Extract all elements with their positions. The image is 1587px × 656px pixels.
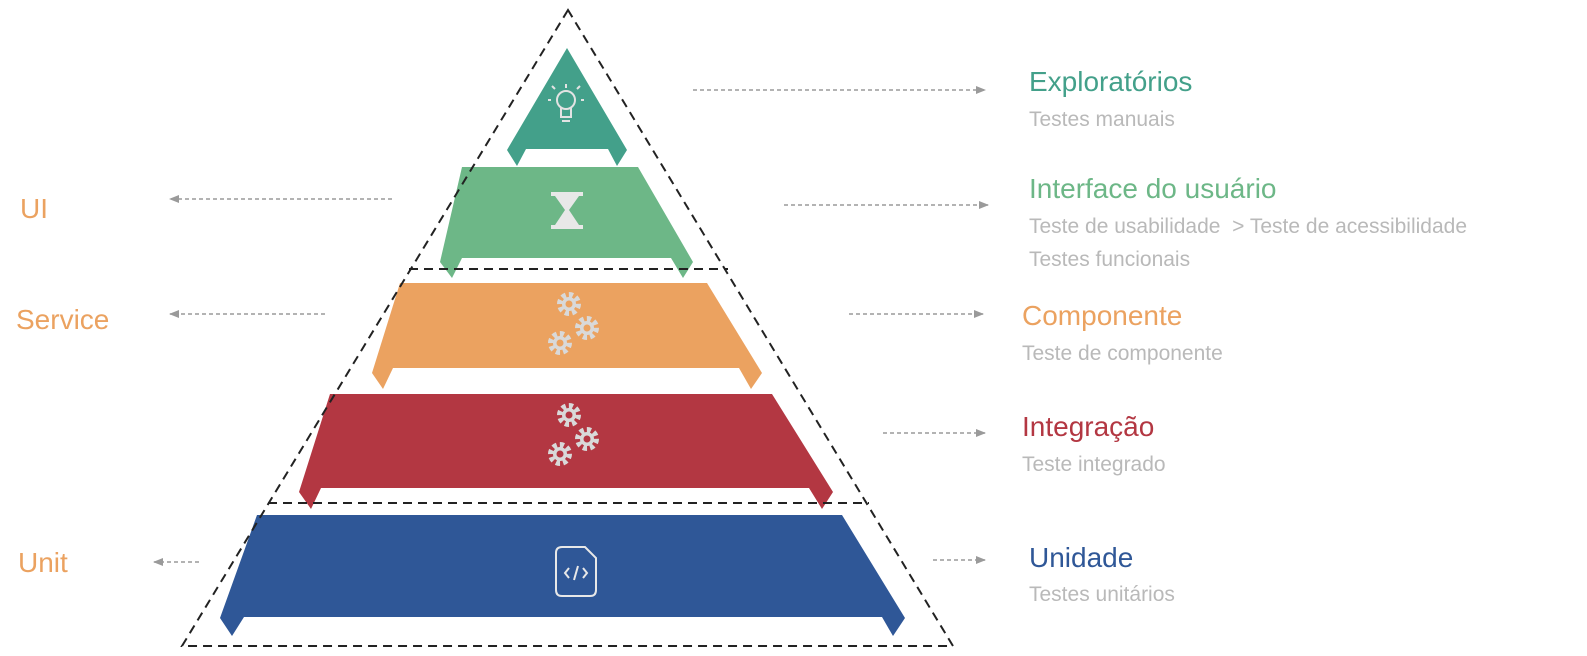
unit-title: Unidade bbox=[1029, 542, 1134, 573]
hourglass-icon bbox=[551, 192, 583, 229]
left-label-service: Service bbox=[16, 304, 110, 335]
pyramid-outline bbox=[180, 8, 955, 647]
lightbulb-icon bbox=[548, 84, 584, 122]
exploratory-subtitle: Testes manuais bbox=[1029, 108, 1175, 131]
integration-subtitle: Teste integrado bbox=[1022, 453, 1166, 476]
ui-level-title: Interface do usuário bbox=[1029, 173, 1277, 204]
code-file-icon bbox=[555, 546, 597, 597]
unit-level-band bbox=[220, 515, 905, 636]
ui-level-subtitle-2: Testes funcionais bbox=[1029, 248, 1191, 271]
integration-title: Integração bbox=[1022, 411, 1155, 442]
component-title: Componente bbox=[1022, 300, 1183, 331]
exploratory-title: Exploratórios bbox=[1029, 66, 1193, 97]
connector-arrows bbox=[153, 86, 989, 566]
left-label-ui: UI bbox=[20, 193, 48, 224]
component-subtitle: Teste de componente bbox=[1022, 342, 1223, 365]
ui-level-subtitle-1: Teste de usabilidade > Teste de acessibi… bbox=[1029, 215, 1467, 238]
left-label-unit: Unit bbox=[18, 547, 68, 578]
exploratory-level-band bbox=[507, 48, 627, 166]
unit-subtitle: Testes unitários bbox=[1029, 583, 1175, 606]
